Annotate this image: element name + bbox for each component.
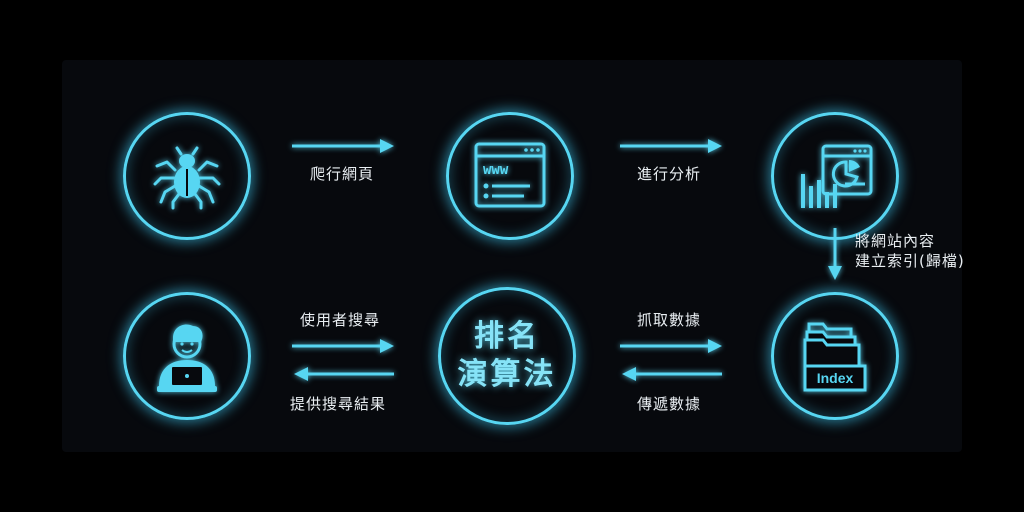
label-provide-results: 提供搜尋結果 [290,395,387,413]
user-laptop-icon [157,324,217,392]
index-text: Index [817,370,854,386]
arrow-user-search-head [380,339,394,353]
www-text: www [483,162,509,178]
analytics-dashboard-icon [801,144,873,208]
spider-icon [153,146,221,210]
folder-index-icon: Index [803,322,867,392]
analysis-node [771,112,899,240]
label-build-index-1: 將網站內容 [855,232,936,250]
ranking-line-2: 演算法 [457,357,557,392]
arrow-provide-results-head [294,367,308,381]
index-node: Index [771,292,899,420]
arrow-fetch-data-head [708,339,722,353]
arrow-pass-data-head [622,367,636,381]
user-node [123,292,251,420]
www-browser-icon: www [474,142,546,208]
webpage-node: www [446,112,574,240]
label-crawl: 爬行網頁 [310,165,375,183]
label-user-search: 使用者搜尋 [300,311,381,329]
crawler-node [123,112,251,240]
label-fetch-data: 抓取數據 [637,311,702,329]
label-build-index-2: 建立索引(歸檔) [855,252,965,270]
ranking-algorithm-node: 排名 演算法 [438,287,576,425]
arrow-analyze-head [708,139,722,153]
ranking-line-1: 排名 [474,319,540,354]
label-pass-data: 傳遞數據 [637,395,702,413]
label-analyze: 進行分析 [637,165,702,183]
ranking-algorithm-title: 排名 演算法 [458,318,557,394]
arrow-build-index-head [828,266,842,280]
arrow-crawl-head [380,139,394,153]
